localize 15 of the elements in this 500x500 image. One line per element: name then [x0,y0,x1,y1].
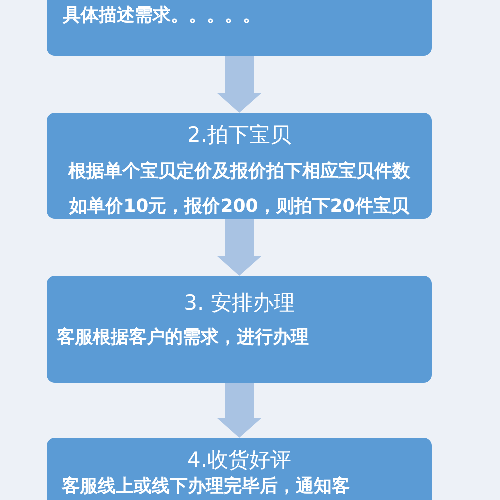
step-title: 2.拍下宝贝 [187,122,292,149]
block-arrow [217,56,262,113]
step-description: 具体描述需求。。。。。 [63,4,261,28]
step-title: 3. 安排办理 [184,290,295,317]
step-box [47,0,432,56]
step-box [47,113,432,219]
step-description: 客服线上或线下办理完毕后，通知客 [62,475,350,499]
step-description: 根据单个宝贝定价及报价拍下相应宝贝件数 [68,160,410,184]
step-box [47,276,432,383]
step-box [47,438,432,500]
step-description: 如单价10元，报价200，则拍下20件宝贝 [70,195,410,219]
block-arrow [217,383,262,438]
step-title: 4.收货好评 [187,447,292,474]
block-arrow [217,219,262,276]
step-description: 客服根据客户的需求，进行办理 [57,326,309,350]
